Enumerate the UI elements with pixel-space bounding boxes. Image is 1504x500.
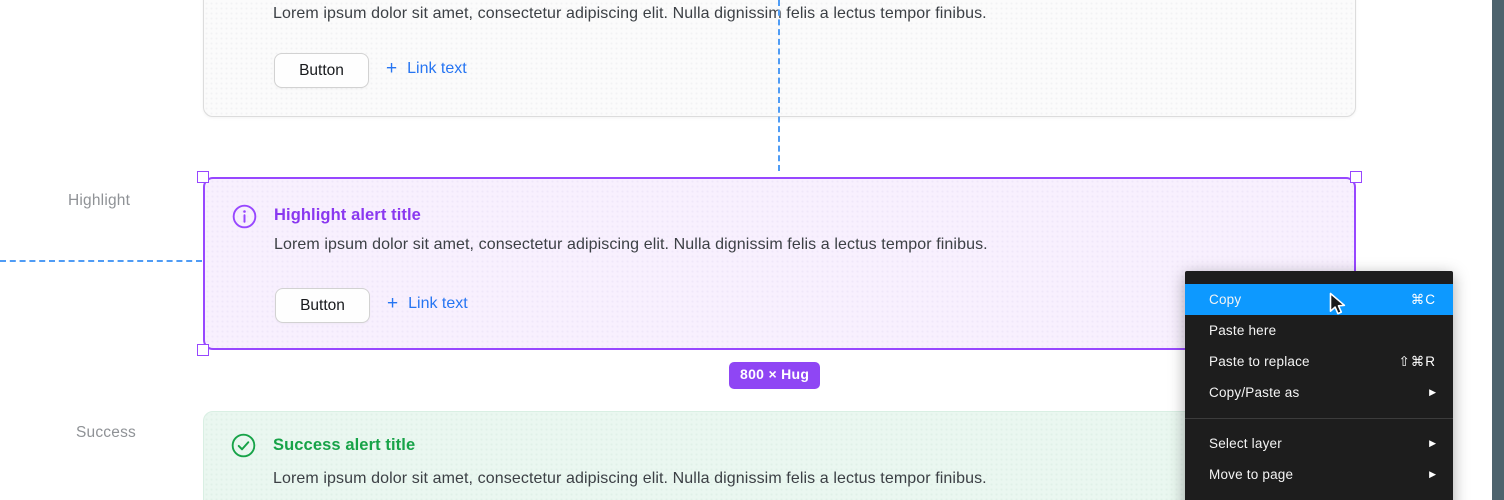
check-circle-icon xyxy=(231,433,256,458)
selection-handle-bottom-left[interactable] xyxy=(197,344,209,356)
submenu-arrow-icon: ▶ xyxy=(1429,469,1436,479)
alignment-guide-vertical xyxy=(778,0,780,171)
menu-item-copy[interactable]: Copy ⌘C xyxy=(1185,284,1453,315)
menu-item-label: Paste here xyxy=(1209,323,1277,338)
alert-link[interactable]: + Link text xyxy=(387,294,468,313)
variant-label-highlight: Highlight xyxy=(68,192,131,209)
alert-title: Highlight alert title xyxy=(274,206,421,224)
menu-item-move-to-page[interactable]: Move to page ▶ xyxy=(1185,459,1453,490)
alert-link[interactable]: + Link text xyxy=(386,59,467,78)
menu-separator xyxy=(1185,418,1453,419)
menu-item-shortcut: ⇧⌘R xyxy=(1398,353,1436,369)
menu-item-label: Move to page xyxy=(1209,467,1294,482)
submenu-arrow-icon: ▶ xyxy=(1429,438,1436,448)
plus-icon: + xyxy=(386,58,398,79)
link-label: Link text xyxy=(407,59,467,77)
selection-handle-top-right[interactable] xyxy=(1350,171,1362,183)
context-menu: Copy ⌘C Paste here Paste to replace ⇧⌘R … xyxy=(1185,271,1453,500)
alert-card-success[interactable]: Success alert title Lorem ipsum dolor si… xyxy=(203,411,1356,500)
size-badge: 800 × Hug xyxy=(729,362,821,389)
alignment-guide-horizontal xyxy=(0,260,202,262)
alert-button[interactable]: Button xyxy=(274,53,369,88)
canvas-edge-strip xyxy=(1492,0,1504,500)
alert-button[interactable]: Button xyxy=(275,288,370,323)
info-circle-icon xyxy=(232,204,257,229)
selection-handle-top-left[interactable] xyxy=(197,171,209,183)
plus-icon: + xyxy=(387,293,399,314)
link-label: Link text xyxy=(408,294,468,312)
alert-body-text: Lorem ipsum dolor sit amet, consectetur … xyxy=(273,470,987,487)
menu-item-label: Copy/Paste as xyxy=(1209,385,1300,400)
menu-item-copy-paste-as[interactable]: Copy/Paste as ▶ xyxy=(1185,377,1453,408)
alert-body-text: Lorem ipsum dolor sit amet, consectetur … xyxy=(273,5,987,22)
alert-body-text: Lorem ipsum dolor sit amet, consectetur … xyxy=(274,236,988,253)
menu-item-label: Paste to replace xyxy=(1209,354,1310,369)
alert-title: Success alert title xyxy=(273,436,416,454)
menu-item-paste-here[interactable]: Paste here xyxy=(1185,315,1453,346)
menu-item-shortcut: ⌘C xyxy=(1410,291,1436,307)
submenu-arrow-icon: ▶ xyxy=(1429,387,1436,397)
menu-item-select-layer[interactable]: Select layer ▶ xyxy=(1185,428,1453,459)
mouse-cursor-icon xyxy=(1329,292,1346,315)
alert-card-highlight[interactable]: Highlight alert title Lorem ipsum dolor … xyxy=(203,177,1356,350)
variant-label-success: Success xyxy=(76,424,136,441)
menu-item-paste-to-replace[interactable]: Paste to replace ⇧⌘R xyxy=(1185,346,1453,377)
menu-item-label: Select layer xyxy=(1209,436,1282,451)
menu-item-label: Copy xyxy=(1209,292,1242,307)
